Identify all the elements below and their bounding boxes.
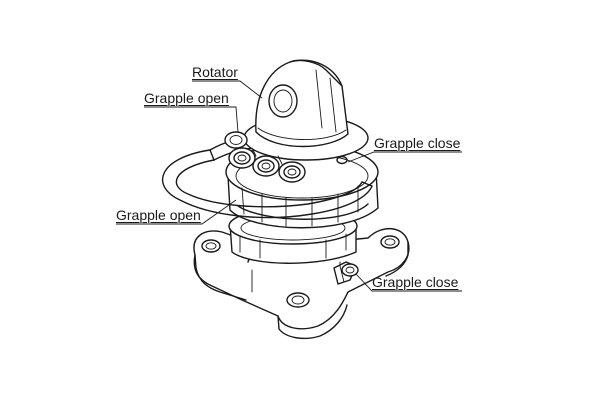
label-grapple-close-top: Grapple close — [374, 135, 461, 151]
label-grapple-open-top: Grapple open — [144, 90, 229, 106]
label-grapple-open-side: Grapple open — [116, 207, 201, 223]
leader-lines — [116, 80, 462, 292]
top-fittings — [224, 131, 306, 183]
label-rotator: Rotator — [192, 64, 238, 80]
top-mount — [243, 59, 369, 165]
label-grapple-close-bottom: Grapple close — [372, 274, 459, 290]
